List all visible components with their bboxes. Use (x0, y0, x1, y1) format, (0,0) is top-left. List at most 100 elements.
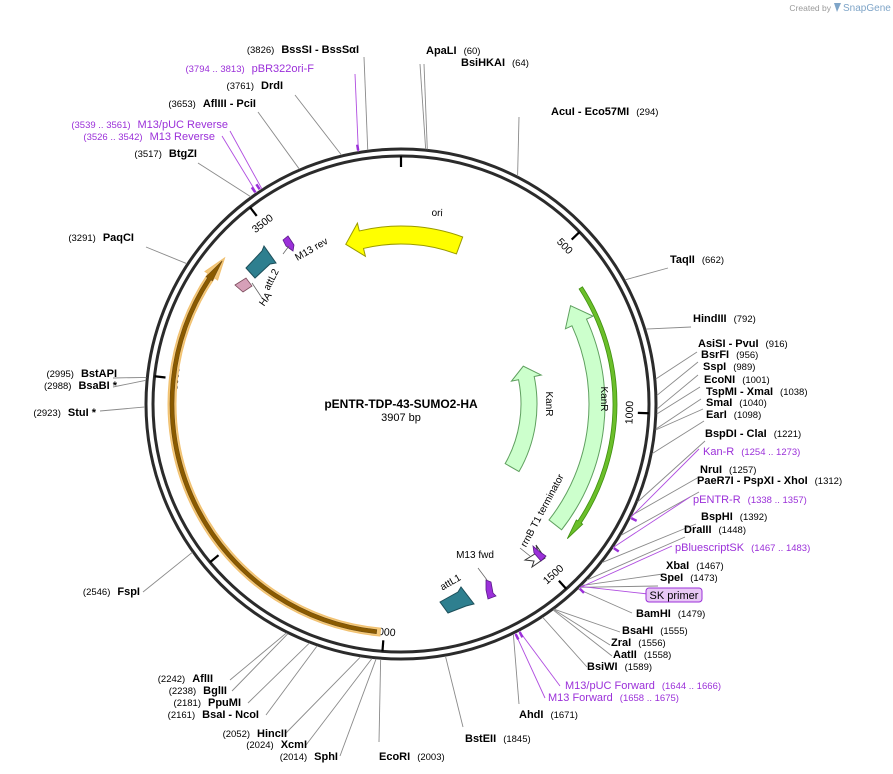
leader-line (512, 633, 520, 705)
primer-mark (518, 631, 524, 638)
primer-mark (514, 633, 520, 640)
site-label-left: (2161)BsaI - NcoI (168, 709, 259, 721)
site-text: HindIII(792) (693, 313, 756, 325)
primer-label-m13-fwd: M13 Forward(1658 .. 1675) (548, 692, 679, 704)
site-pos: (1221) (774, 429, 801, 440)
site-text: EcoNI (1001) (704, 374, 770, 386)
primer-label-m13puc-fwd: M13/pUC Forward(1644 .. 1666) (565, 680, 721, 692)
site-pos: (1555) (660, 626, 687, 637)
primer-label-m13-rev: (3526 .. 3542)M13 Reverse (83, 131, 215, 143)
leader-line (363, 56, 369, 151)
primer-leader-line (229, 130, 263, 190)
primer-name: M13/pUC Reverse (138, 119, 228, 131)
leader-line (542, 616, 588, 668)
site-pos: (3826) (247, 45, 274, 56)
site-pos: (2995) (46, 369, 73, 380)
site-text: BsaHI(1555) (622, 625, 688, 637)
feature-label-m13-fwd: M13 fwd (456, 550, 494, 561)
site-pos: (1001) (742, 375, 769, 386)
leader-line (423, 63, 428, 150)
site-name: AflIII - PciI (203, 98, 256, 110)
leader-line (445, 656, 464, 728)
site-pos: (1479) (678, 609, 705, 620)
site-text: ApaLI(60) (426, 45, 480, 57)
site-label-right: ApaLI(60) (426, 45, 480, 57)
leader-line (419, 63, 427, 150)
site-pos: (294) (636, 107, 658, 118)
site-text: SmaI(1040) (706, 397, 767, 409)
site-name: NruI (700, 464, 722, 476)
feature-label-ori: ori (431, 208, 443, 219)
rrnb-leader (519, 547, 531, 557)
leader-line (579, 585, 659, 588)
site-label-left: (2014)SphI (280, 751, 338, 763)
m13fwd-leader (477, 567, 488, 581)
site-pos: (1671) (550, 710, 577, 721)
site-text: AcuI - Eco57MI(294) (551, 106, 658, 118)
site-name: PaeR7I - PspXI - XhoI (697, 475, 808, 487)
site-name: BsiHKAI (461, 57, 505, 69)
site-label-right: XbaI(1467) (666, 560, 724, 572)
leader-line (305, 658, 373, 746)
site-label-right: BsiWI(1589) (587, 661, 652, 673)
site-leader-lines (99, 56, 706, 757)
site-label-right: HindIII(792) (693, 313, 756, 325)
site-label-left: (3761)DrdI (227, 80, 283, 92)
site-name: ApaLI (426, 45, 457, 57)
site-label-left: (2238)BglII (169, 685, 227, 697)
site-name: PaqCI (103, 232, 134, 244)
site-name: SmaI (706, 397, 732, 409)
site-text: SpeI(1473) (660, 572, 718, 584)
site-name: TaqII (670, 254, 695, 266)
primer-leader-line (518, 630, 561, 687)
m13rev-leader (282, 245, 290, 255)
leader-line (586, 536, 686, 581)
site-label-right: BspHI (1392) (701, 511, 767, 523)
primer-name: M13 Forward (548, 692, 613, 704)
site-name: BspHI (701, 511, 733, 523)
site-name: BspDI - ClaI (705, 428, 767, 440)
site-label-right: NruI(1257) (700, 464, 756, 476)
leader-line (553, 609, 611, 646)
site-label-right: BstEII(1845) (465, 733, 531, 745)
site-pos: (662) (702, 255, 724, 266)
primer-text: M13 Forward(1658 .. 1675) (548, 692, 679, 704)
leader-line (112, 376, 147, 379)
primer-leader-line (630, 448, 700, 519)
backbone-outer-ring (144, 147, 658, 661)
site-pos: (1392) (740, 512, 767, 523)
site-name: HincII (257, 728, 287, 740)
site-name: EcoNI (704, 374, 735, 386)
site-pos: (956) (736, 350, 758, 361)
primer-name: pBluescriptSK (675, 542, 745, 554)
site-label-right: SmaI(1040) (706, 397, 767, 409)
site-text: (2546)FspI (83, 586, 140, 598)
site-text: (2024)XcmI (246, 739, 307, 751)
site-name: AatII (613, 649, 637, 661)
site-pos: (1098) (734, 410, 761, 421)
site-name: AsiSI - PvuI (698, 338, 759, 350)
site-label-right: AsiSI - PvuI(916) (698, 338, 788, 350)
leader-line (145, 246, 188, 265)
primer-mark (255, 183, 261, 191)
tick-label: 3500 (250, 212, 276, 236)
attl2-arrow (245, 244, 277, 279)
site-pos: (1558) (644, 650, 671, 661)
primer-mark (578, 587, 585, 594)
site-pos: (2923) (33, 408, 60, 419)
site-label-left: (2923)StuI * (33, 407, 96, 419)
leader-line (229, 632, 287, 681)
primer-range: (3794 .. 3813) (185, 64, 244, 75)
site-pos: (3291) (68, 233, 95, 244)
leader-line (294, 94, 342, 156)
site-label-right: SspI(989) (703, 361, 755, 373)
tick-mark (381, 640, 385, 652)
primer-range: (1644 .. 1666) (662, 681, 721, 692)
site-name: EcoRI (379, 751, 410, 763)
leader-line (651, 420, 705, 454)
site-text: BsiHKAI(64) (461, 57, 529, 69)
primer-text: pBluescriptSK(1467 .. 1483) (675, 542, 810, 554)
leader-line (378, 659, 382, 743)
site-label-right: ZraI(1556) (611, 637, 666, 649)
leader-line (265, 645, 318, 716)
